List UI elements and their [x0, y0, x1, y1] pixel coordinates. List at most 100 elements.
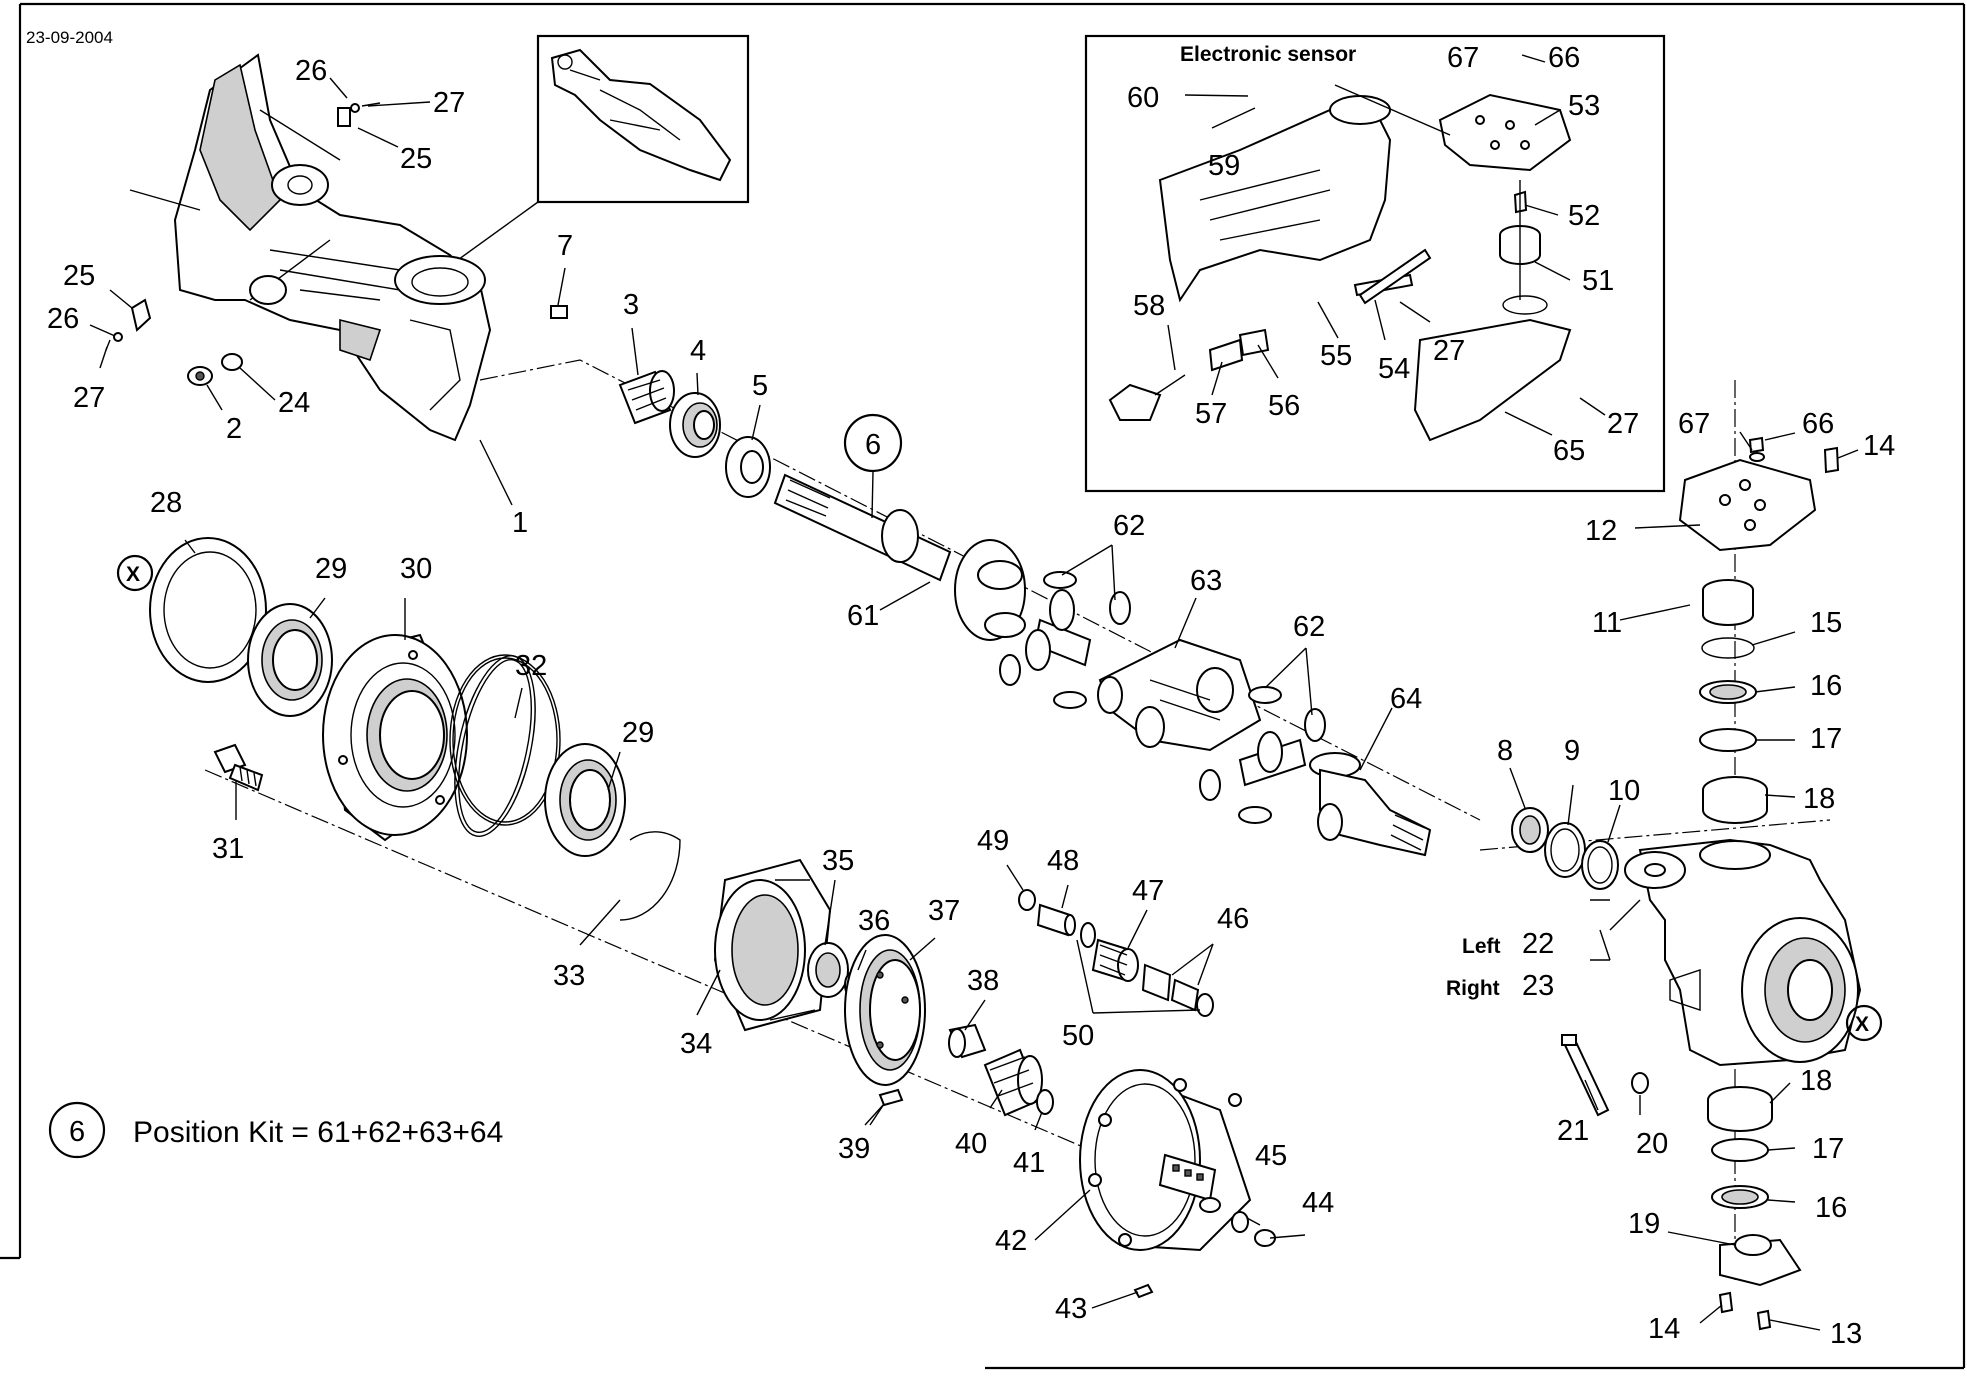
callout-60: 60	[1127, 82, 1159, 114]
kit-note-number: 6	[69, 1116, 85, 1148]
kingpin-parts	[1561, 436, 1840, 1331]
label-right: Right	[1446, 977, 1500, 1000]
callout-25b: 25	[63, 260, 95, 292]
callout-27b: 27	[73, 382, 105, 414]
callout-67b: 67	[1678, 408, 1710, 440]
needle-bearing	[618, 370, 675, 425]
x-marker-left: X	[116, 554, 154, 592]
callout-38: 38	[967, 965, 999, 997]
steering-knuckle	[1624, 838, 1862, 1067]
callout-36: 36	[858, 905, 890, 937]
axle-housing	[129, 53, 492, 442]
callout-14: 14	[1863, 430, 1895, 462]
callout-35: 35	[822, 845, 854, 877]
wheel-hub-group	[149, 537, 832, 1032]
callout-56: 56	[1268, 390, 1300, 422]
callout-11: 11	[1592, 607, 1622, 639]
callout-28: 28	[150, 487, 182, 519]
planet-carrier-cover	[1079, 1069, 1276, 1299]
callout-44: 44	[1302, 1187, 1334, 1219]
callout-7: 7	[557, 230, 573, 262]
callout-24: 24	[278, 387, 310, 419]
wheel-stud	[213, 743, 264, 792]
kit-circle-6	[843, 413, 903, 473]
callout-46: 46	[1217, 903, 1249, 935]
callout-49: 49	[977, 825, 1009, 857]
callout-26: 26	[295, 55, 327, 87]
callout-63: 63	[1190, 565, 1222, 597]
callout-58: 58	[1133, 290, 1165, 322]
callout-27: 27	[433, 87, 465, 119]
callout-2: 2	[226, 413, 242, 445]
kit-note-text: Position Kit = 61+62+63+64	[133, 1116, 503, 1149]
callout-labels: 1 2 3 4 5 6 7 8 9 10 11 12 13 14 14 15 1…	[47, 42, 1895, 1350]
callout-16b: 16	[1815, 1192, 1847, 1224]
callout-16: 16	[1810, 670, 1842, 702]
thrust-ring	[725, 436, 771, 498]
planetary-parts	[807, 934, 1054, 1126]
callout-52: 52	[1568, 200, 1600, 232]
callout-54: 54	[1378, 353, 1410, 385]
callout-34: 34	[680, 1028, 712, 1060]
callout-32: 32	[515, 650, 547, 682]
callout-65: 65	[1553, 435, 1585, 467]
callout-33: 33	[553, 960, 585, 992]
callout-27c: 27	[1433, 335, 1465, 367]
double-yoke	[1097, 638, 1262, 752]
callout-41: 41	[1013, 1147, 1045, 1179]
callout-19: 19	[1628, 1208, 1660, 1240]
callout-4: 4	[690, 335, 706, 367]
callout-31: 31	[212, 833, 244, 865]
callout-45: 45	[1255, 1140, 1287, 1172]
callout-64: 64	[1390, 683, 1422, 715]
callout-59: 59	[1208, 150, 1240, 182]
callout-30: 30	[400, 553, 432, 585]
callout-23: 23	[1522, 970, 1554, 1002]
x-marker-right: X	[1845, 1004, 1883, 1042]
callout-29: 29	[315, 553, 347, 585]
universal-joint-cross-lower	[1199, 686, 1326, 824]
callout-18b: 18	[1800, 1065, 1832, 1097]
callout-61: 61	[847, 600, 879, 632]
callout-43: 43	[1055, 1293, 1087, 1325]
drive-shaft	[773, 473, 1026, 641]
callout-53: 53	[1568, 90, 1600, 122]
callout-12: 12	[1585, 515, 1617, 547]
callout-42: 42	[995, 1225, 1027, 1257]
callout-15: 15	[1810, 607, 1842, 639]
callout-20: 20	[1636, 1128, 1668, 1160]
inset-title: Electronic sensor	[1180, 43, 1356, 66]
callout-17b: 17	[1812, 1133, 1844, 1165]
callout-27d: 27	[1607, 408, 1639, 440]
callout-22: 22	[1522, 928, 1554, 960]
callout-48: 48	[1047, 845, 1079, 877]
callout-9: 9	[1564, 735, 1580, 767]
callout-17: 17	[1810, 723, 1842, 755]
axle-thumbnail	[454, 34, 750, 263]
callout-25: 25	[400, 143, 432, 175]
callout-37: 37	[928, 895, 960, 927]
callout-6: 6	[865, 429, 881, 461]
callout-62: 62	[1113, 510, 1145, 542]
callout-66b: 66	[1802, 408, 1834, 440]
position-kit-note: 6 Position Kit = 61+62+63+64	[48, 1101, 503, 1159]
callout-67: 67	[1447, 42, 1479, 74]
callout-21: 21	[1557, 1115, 1589, 1147]
callout-1: 1	[512, 507, 528, 539]
callout-8: 8	[1497, 735, 1513, 767]
callout-47: 47	[1132, 875, 1164, 907]
callout-57: 57	[1195, 398, 1227, 430]
svg-text:X: X	[126, 563, 140, 586]
sensor-inset	[1084, 34, 1666, 493]
callout-40: 40	[955, 1128, 987, 1160]
callout-13: 13	[1830, 1318, 1862, 1350]
housing-small-parts	[105, 102, 568, 386]
svg-text:X: X	[1855, 1013, 1869, 1036]
callout-62b: 62	[1293, 611, 1325, 643]
stub-seals	[1511, 807, 1619, 890]
callout-5: 5	[752, 370, 768, 402]
callout-66: 66	[1548, 42, 1580, 74]
drawing-date: 23-09-2004	[26, 28, 113, 47]
shaft-seal	[669, 392, 721, 458]
